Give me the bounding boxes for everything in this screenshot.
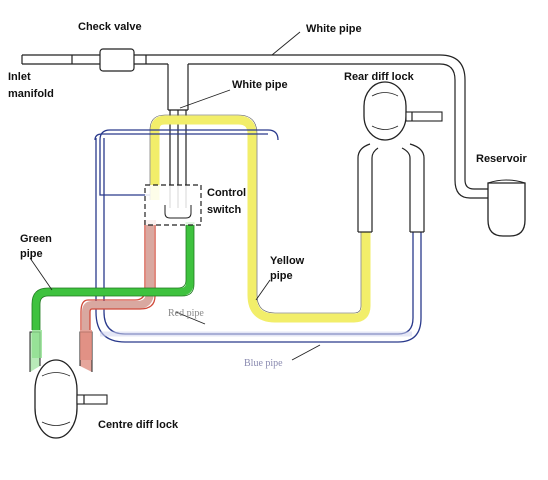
label-reservoir: Reservoir [476,153,527,165]
label-green-pipe-line2: pipe [20,248,43,260]
inlet-pipe [21,54,105,65]
label-blue-pipe: Blue pipe [244,358,283,369]
label-control-switch-line1: Control [207,187,246,199]
label-white-pipe-mid: White pipe [232,79,288,91]
white-pipe-main [134,54,492,199]
centre-diff-lock [29,330,108,439]
leader-white-pipe-top [271,31,301,56]
blue-pipe [94,129,422,343]
label-green-pipe-line1: Green [20,233,52,245]
label-check-valve: Check valve [78,21,142,33]
label-red-pipe: Red pipe [168,308,204,319]
leader-white-pipe-mid [179,89,231,109]
check-valve [71,48,135,72]
leader-red-pipe [175,311,206,325]
label-rear-diff-lock: Rear diff lock [344,71,415,83]
control-switch [144,184,202,226]
label-inlet-manifold-line2: manifold [8,88,54,100]
label-yellow-pipe-line1: Yellow [270,255,305,267]
leader-blue-pipe [291,344,321,361]
rear-diff-lock [357,81,443,233]
label-centre-diff-lock: Centre diff lock [98,419,179,431]
yellow-pipe [149,114,371,323]
label-yellow-pipe-line2: pipe [270,270,293,282]
label-white-pipe-top: White pipe [306,23,362,35]
label-control-switch-line2: switch [207,204,242,216]
reservoir [487,179,526,237]
leader-green-pipe [29,257,53,291]
red-pipe [80,220,156,330]
green-pipe [31,222,195,330]
leader-yellow-pipe [255,279,271,301]
label-inlet-manifold-line1: Inlet [8,71,31,83]
